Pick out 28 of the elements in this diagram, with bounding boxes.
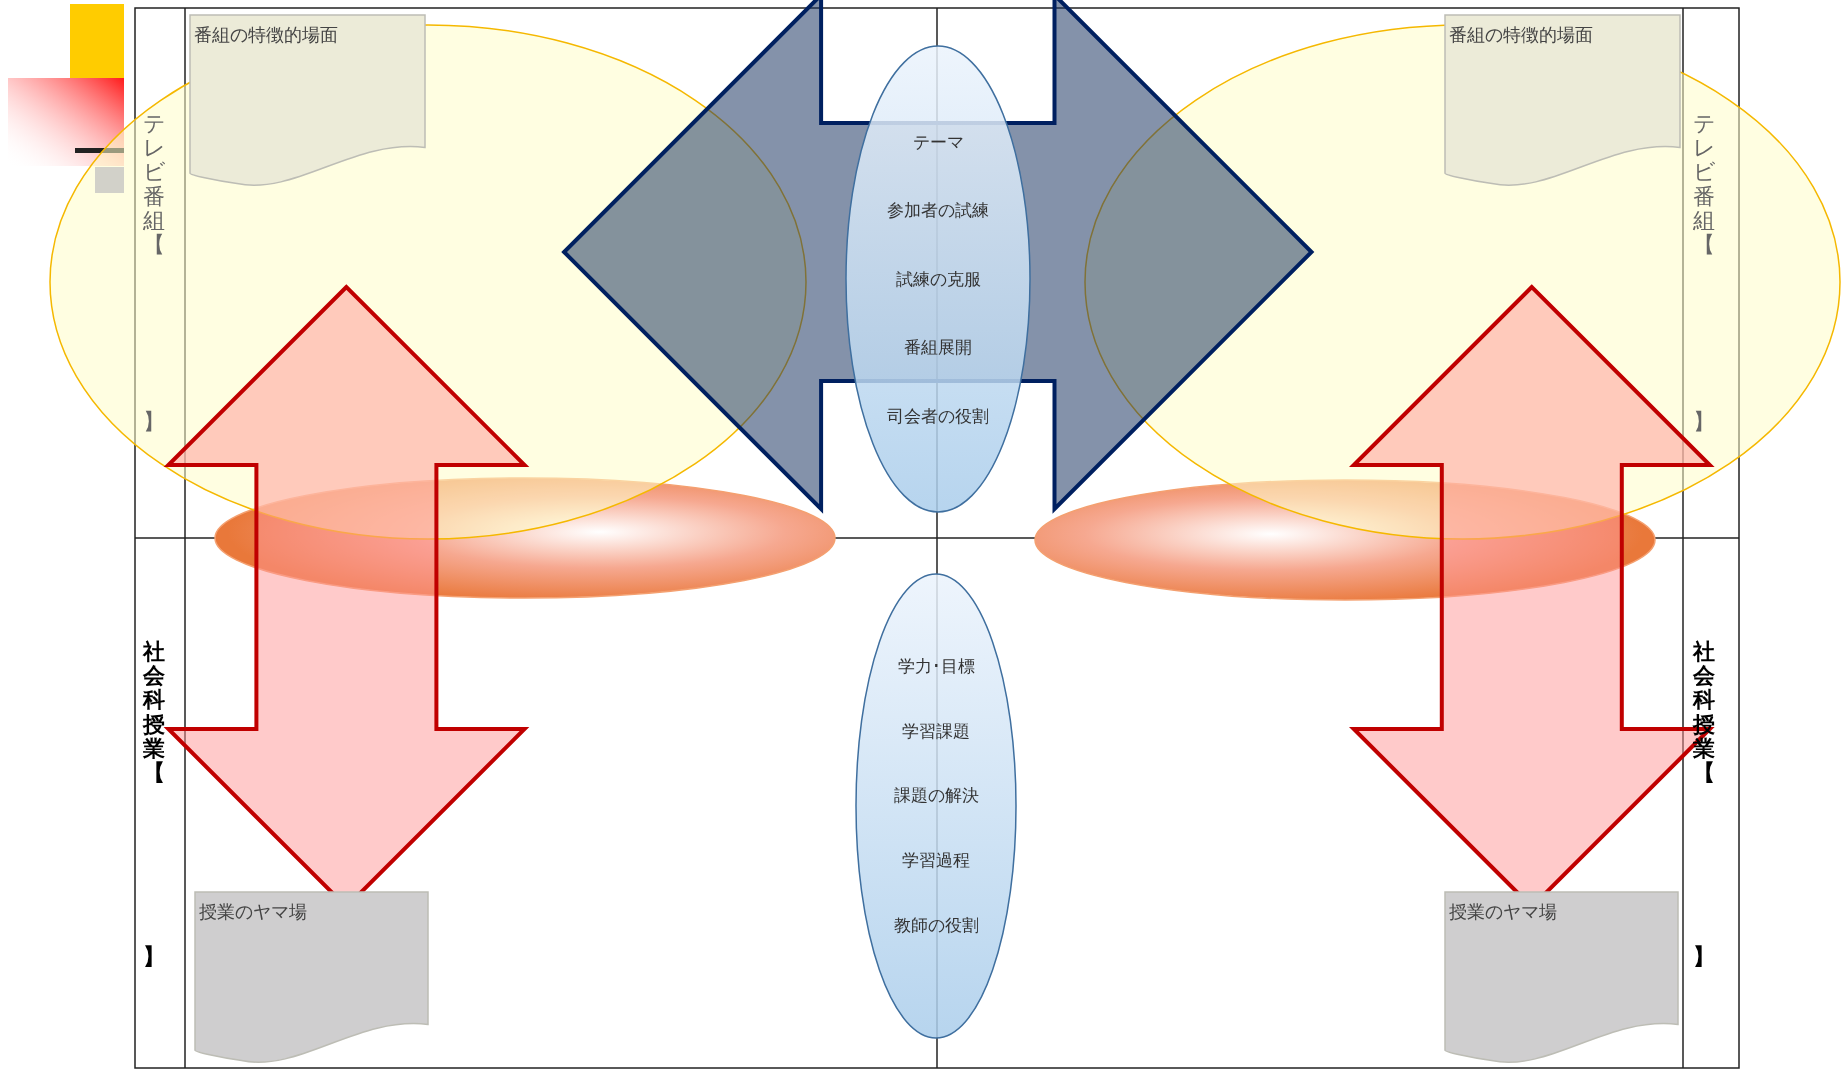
ellipse-item-text: 試練の克服	[895, 267, 981, 291]
ellipse-item-text: 課題の解決	[893, 784, 979, 808]
ellipse-item-text: 参加者の試練	[887, 199, 989, 222]
ellipse-item-text: テーマ	[912, 130, 964, 154]
vertical-row-label: 】	[1693, 410, 1715, 435]
document-title: 番組の特徴的場面	[1449, 23, 1593, 47]
document-shape	[1445, 892, 1678, 1064]
vertical-row-label: テレビ番組【	[143, 112, 165, 258]
vertical-row-label: 】	[143, 945, 165, 970]
gradient-ellipse	[1035, 480, 1655, 600]
ellipse-item-text: 学習課題	[902, 719, 970, 743]
ellipse-item-text: 番組展開	[904, 336, 972, 359]
vertical-row-label: 社会科授業【	[143, 640, 165, 786]
ellipse-item-text: 司会者の役割	[887, 404, 989, 428]
ellipse-item-text: 学力･目標	[897, 654, 975, 678]
document-title: 番組の特徴的場面	[194, 23, 338, 47]
vertical-ellipse	[845, 45, 1031, 513]
ellipse-item-text: 教師の役割	[893, 914, 979, 938]
double-block-arrow	[561, 0, 1315, 514]
document-shape	[195, 892, 428, 1064]
ellipse-item-text: 学習過程	[902, 849, 970, 873]
document-title: 授業のヤマ場	[199, 900, 307, 924]
vertical-row-label: 】	[1693, 945, 1715, 970]
document-title: 授業のヤマ場	[1449, 900, 1557, 924]
gradient-ellipse	[215, 478, 835, 598]
vertical-row-label: 】	[143, 410, 165, 435]
vertical-ellipse	[855, 573, 1017, 1039]
vertical-row-label: テレビ番組【	[1693, 112, 1715, 258]
